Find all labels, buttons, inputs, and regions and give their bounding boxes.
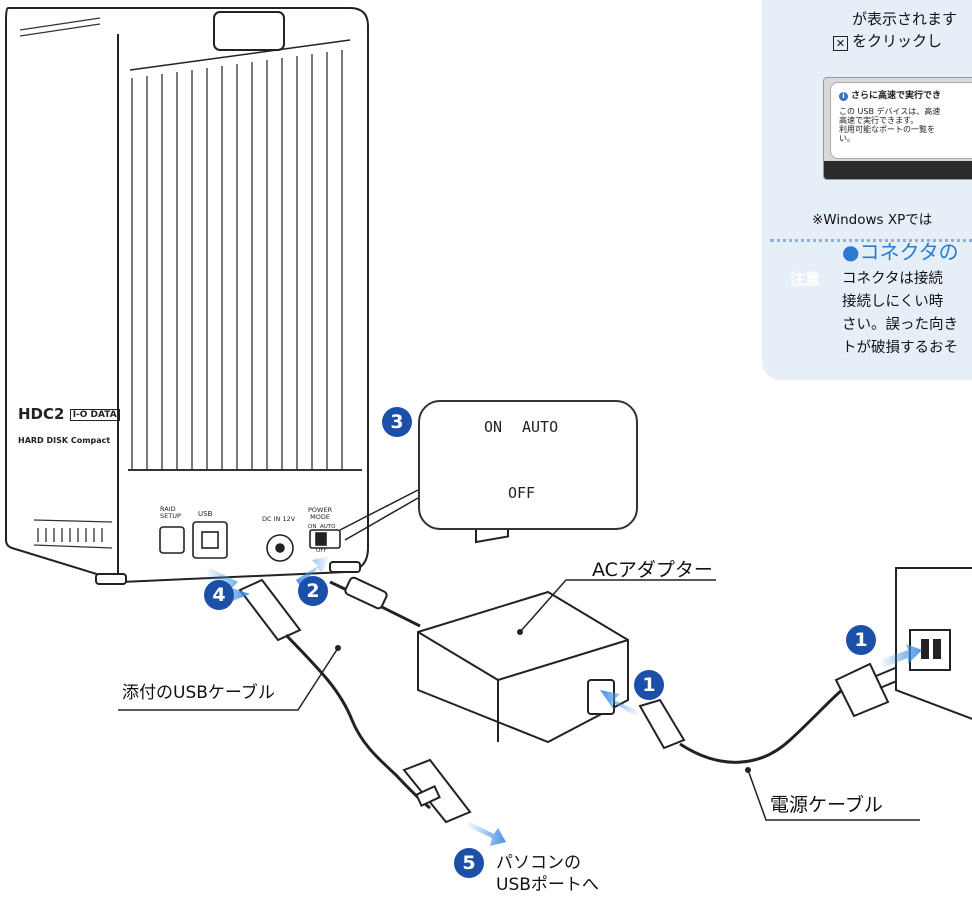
- power-mode-label: POWER MODE: [308, 506, 333, 521]
- cooling-fins: [128, 50, 362, 471]
- to-pc-label-line2: USBポートへ: [496, 875, 599, 895]
- switch-callout: [418, 400, 638, 530]
- panel-note: ※Windows XPでは: [812, 212, 933, 228]
- step-2-badge: 2: [298, 576, 328, 606]
- brand-text: HDC2: [18, 405, 65, 423]
- power-cable: [638, 662, 905, 764]
- usb-port-label: USB: [198, 510, 213, 518]
- info-panel: [762, 0, 972, 380]
- switch-off-label: OFF: [508, 484, 536, 502]
- switch-auto-label: AUTO: [522, 418, 559, 436]
- ac-adapter-label: ACアダプター: [592, 559, 713, 581]
- panel-line2-text: をクリックし: [852, 32, 943, 50]
- step-4-badge: 4: [204, 580, 234, 610]
- to-pc-label-line1: パソコンの: [496, 853, 581, 873]
- caution-badge: 注意: [778, 252, 832, 306]
- step-1-adapter-badge: 1: [634, 670, 664, 700]
- step-3-badge: 3: [382, 407, 412, 437]
- hdd-enclosure: [5, 7, 369, 585]
- usb-cable-label: 添付のUSBケーブル: [122, 683, 275, 703]
- caution-title: ●コネクタの: [842, 240, 959, 264]
- close-icon: ✕: [833, 36, 848, 51]
- switch-mini-label: ON AUTO: [308, 524, 336, 530]
- brand-logo: I-O DATA: [69, 409, 120, 421]
- brand-label: HDC2 I-O DATA: [18, 405, 120, 423]
- model-label: HARD DISK Compact: [18, 436, 111, 445]
- raid-label: RAID SETUP: [160, 505, 181, 520]
- switch-on-label: ON: [484, 418, 503, 436]
- front-grille: [33, 519, 113, 549]
- taskbar: [824, 161, 972, 179]
- ac-adapter-body: [417, 515, 629, 744]
- caution-badge-text: 注意: [789, 270, 820, 288]
- step-5-badge: 5: [454, 848, 484, 878]
- caution-body: コネクタは接続 接続しにくい時 さい。誤った向き トが破損するおそ: [842, 271, 958, 356]
- panel-divider: [770, 239, 972, 242]
- panel-line1: が表示されます: [852, 10, 958, 28]
- rear-port-panel: [159, 521, 341, 562]
- info-icon: i: [839, 92, 848, 101]
- power-cable-label: 電源ケーブル: [770, 794, 883, 816]
- dialog-body: この USB デバイスは、高速 高速で実行できます。 利用可能なポートの一覧を …: [839, 107, 941, 143]
- dc-label: DC IN 12V: [262, 515, 296, 523]
- dialog-title-text: さらに高速で実行でき: [851, 91, 942, 101]
- switch-mini-off: OFF: [316, 548, 327, 554]
- dc-cable: [329, 576, 421, 628]
- step-1-outlet-badge: 1: [846, 625, 876, 655]
- panel-line2: ✕ をクリックし: [833, 30, 942, 51]
- wall-outlet: [895, 567, 972, 720]
